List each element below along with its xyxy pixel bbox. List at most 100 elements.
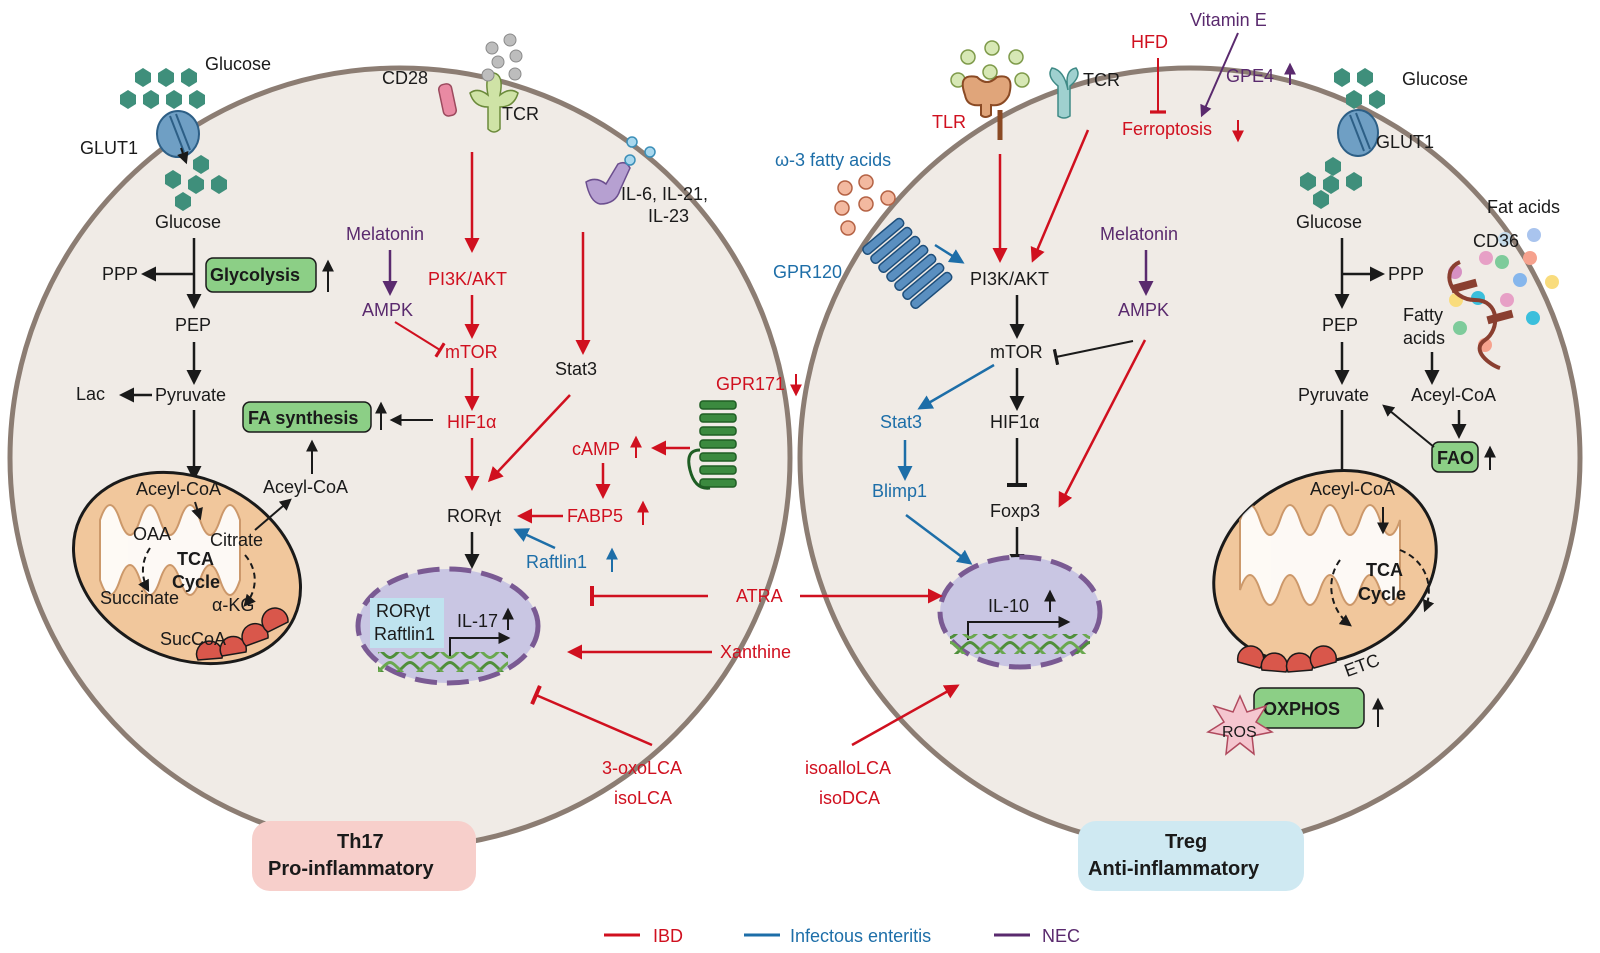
tlr-receptor-icon	[961, 75, 1012, 140]
camp-label: cAMP	[572, 439, 620, 459]
ampk-to-foxp3-arrow	[1058, 339, 1147, 508]
pi3k-label: PI3K/AKT	[428, 269, 507, 289]
th17-label-box	[252, 821, 476, 891]
treg-tca-arrow-2	[1399, 549, 1435, 613]
tca-cycle-arrow-2	[243, 554, 256, 607]
ppp-label: PPP	[102, 264, 138, 284]
ferroptosis-label: Ferroptosis	[1122, 119, 1212, 139]
oaa-label: OAA	[133, 524, 171, 544]
lac-label: Lac	[76, 384, 105, 404]
melatonin-label: Melatonin	[346, 224, 424, 244]
lca-inhibits-th17	[530, 685, 653, 747]
treg-hif1a-label: HIF1α	[990, 412, 1039, 432]
glucose-out-label: Glucose	[205, 54, 271, 74]
tca-cycle-arrow-1	[138, 547, 151, 593]
rorgt-label: RORγt	[447, 506, 501, 526]
stat3-to-rorgt-arrow	[487, 394, 571, 483]
ampk-inhibits-mtor	[394, 321, 446, 358]
treg-tcr-receptor-icon	[1049, 67, 1079, 119]
ampk-label: AMPK	[362, 300, 413, 320]
citrate-label: Citrate	[210, 530, 263, 550]
vitamine-to-ferroptosis-arrow	[1200, 32, 1239, 118]
legend: IBD Infectous enteritis NEC	[604, 926, 1080, 946]
tcr-receptor-icon	[469, 72, 519, 133]
pep-label: PEP	[175, 315, 211, 335]
glut1-label: GLUT1	[80, 138, 138, 158]
treg-cycle-label: Cycle	[1358, 584, 1406, 604]
nucleus-tf-box	[370, 598, 444, 648]
stat3-label: Stat3	[555, 359, 597, 379]
blimp1-to-nucleus-arrow	[905, 514, 973, 565]
vitamin-e-label: Vitamin E	[1190, 10, 1267, 30]
gpe4-label: GPE4	[1226, 66, 1274, 86]
foxp3-label: Foxp3	[990, 501, 1040, 521]
treg-mitochondrion	[1212, 468, 1438, 673]
mtor-to-stat3-arrow	[917, 363, 995, 410]
treg-glut1-label: GLUT1	[1376, 132, 1434, 152]
treg-tca-label: TCA	[1366, 560, 1403, 580]
glucose-molecules-icon	[120, 68, 205, 109]
isolca-label: isoLCA	[614, 788, 672, 808]
ros-burst-icon	[1206, 694, 1274, 756]
gpr171-label: GPR171	[716, 374, 785, 394]
th17-title: Th17	[337, 831, 384, 853]
treg-dna-icon	[950, 634, 1090, 654]
il17-transcription-arrow	[449, 632, 511, 656]
il17-label: IL-17	[457, 611, 498, 631]
fat-acids-label: Fat acids	[1487, 197, 1560, 217]
gpr171-receptor-icon	[687, 400, 737, 490]
hfd-label: HFD	[1131, 32, 1168, 52]
treg-mtor-label: mTOR	[990, 342, 1043, 362]
cd36-label: CD36	[1473, 231, 1519, 251]
th17-subtitle: Pro-inflammatory	[268, 858, 434, 880]
oxphos-label: OXPHOS	[1263, 699, 1340, 719]
il10-label: IL-10	[988, 596, 1029, 616]
treg-acetylcoa-label: Aceyl-CoA	[1411, 385, 1496, 405]
treg-tcr-label: TCR	[1083, 70, 1120, 90]
citrate-export-arrow	[254, 498, 292, 531]
nucleus-rorgt-label: RORγt	[376, 601, 430, 621]
middle-region: ATRA Xanthine 3-oxoLCA isoLCA isoalloLCA…	[530, 586, 960, 808]
pyruvate-label: Pyruvate	[155, 385, 226, 405]
omega3-dots-icon	[834, 174, 896, 236]
cytokine-dots-icon	[624, 136, 656, 166]
tlr-ligand-dots-icon	[950, 40, 1030, 88]
fao-label: FAO	[1437, 448, 1474, 468]
glucose-inside-icon	[165, 155, 227, 211]
hif1a-label: HIF1α	[447, 412, 496, 432]
treg-ppp-label: PPP	[1388, 264, 1424, 284]
mtor-label: mTOR	[445, 342, 498, 362]
treg-glut1-transporter-icon	[1337, 109, 1379, 157]
treg-cell: TLR TCR HFD Vitamin E GPE4 Ferroptosis ω…	[773, 10, 1583, 851]
fatty-acids-label-1: Fatty	[1403, 305, 1443, 325]
acetylcoa-out-label: Aceyl-CoA	[263, 477, 348, 497]
treg-title: Treg	[1165, 831, 1207, 853]
treg-mito-acetylcoa-label: Aceyl-CoA	[1310, 479, 1395, 499]
treg-pi3k-label: PI3K/AKT	[970, 269, 1049, 289]
oxolca-label: 3-oxoLCA	[602, 758, 682, 778]
mito-acetylcoa-label: Aceyl-CoA	[136, 479, 221, 499]
glucose-in-label: Glucose	[155, 212, 221, 232]
isodca-label: isoDCA	[819, 788, 880, 808]
treg-label-box	[1078, 821, 1304, 891]
oxphos-box	[1253, 687, 1365, 729]
tcr-label: TCR	[502, 104, 539, 124]
legend-item-nec: NEC	[994, 926, 1080, 946]
il-receptor-label-2: IL-23	[648, 206, 689, 226]
treg-melatonin-label: Melatonin	[1100, 224, 1178, 244]
cd36-transporter-icon	[1447, 260, 1514, 370]
glycolysis-label: Glycolysis	[210, 265, 300, 285]
acetyl-to-citrate-arrow	[191, 501, 203, 521]
treg-subtitle: Anti-inflammatory	[1088, 858, 1260, 880]
fa-synthesis-label: FA synthesis	[248, 408, 358, 428]
glut1-arrow	[177, 147, 189, 165]
treg-glucose-inside-icon	[1300, 157, 1362, 209]
raftlin1-to-rorgt-arrow	[513, 528, 556, 550]
treg-glucose-out-label: Glucose	[1402, 69, 1468, 89]
legend-nec-label: NEC	[1042, 926, 1080, 946]
treg-glucose-in-label: Glucose	[1296, 212, 1362, 232]
th17-dna-icon	[378, 652, 508, 672]
akg-label: α-KG	[212, 595, 254, 615]
xanthine-label: Xanthine	[720, 642, 791, 662]
legend-infectious-label: Infectous enteritis	[790, 926, 931, 946]
